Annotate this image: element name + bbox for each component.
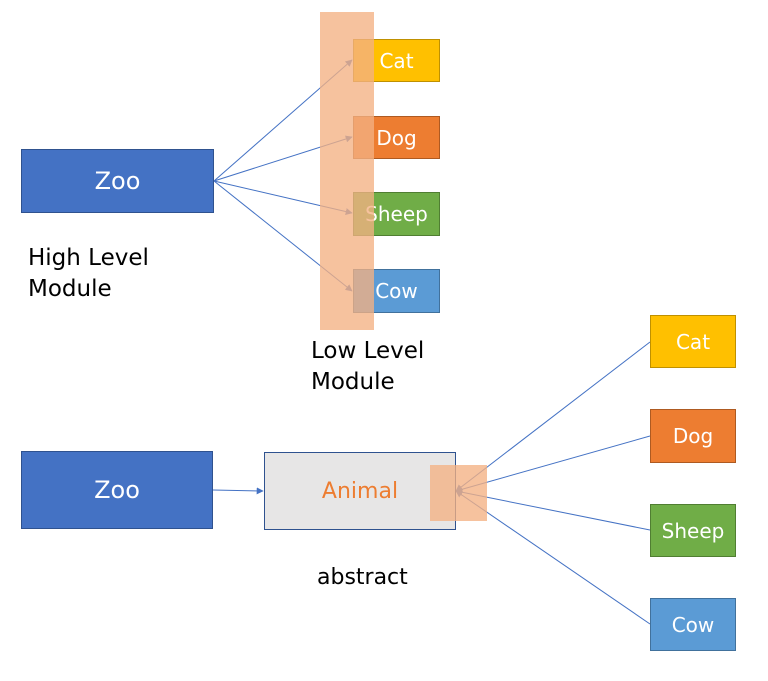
cow-label: Cow — [375, 279, 418, 303]
cat-label: Cat — [675, 329, 711, 354]
cow-box-bottom: Cow — [650, 598, 736, 651]
arrow-dog-to-animal — [455, 435, 651, 493]
zoo-label: Zoo — [94, 167, 141, 195]
low-level-module-label: Low Level Module — [311, 338, 425, 395]
sheep-label: Sheep — [365, 202, 428, 226]
animal-abstract-box: Animal — [264, 452, 456, 530]
zoo-box-top: Zoo — [21, 149, 214, 213]
animal-label: Animal — [321, 478, 399, 504]
dog-label: Dog — [672, 424, 714, 448]
arrow-cat-to-animal — [455, 341, 651, 492]
zoo-label: Zoo — [94, 476, 140, 504]
cat-box-bottom: Cat — [650, 315, 736, 368]
arrow-sheep-to-animal — [455, 488, 651, 531]
arrow-zoo-to-animal — [212, 487, 264, 495]
sheep-box-bottom: Sheep — [650, 504, 736, 557]
dog-label: Dog — [376, 125, 417, 150]
abstraction-highlight — [430, 465, 487, 521]
cow-label: Cow — [671, 612, 715, 637]
dog-box-bottom: Dog — [650, 409, 736, 463]
low-level-highlight — [320, 12, 374, 330]
cat-label: Cat — [379, 48, 414, 73]
abstract-label: abstract — [317, 565, 408, 590]
zoo-box-bottom: Zoo — [21, 451, 213, 529]
sheep-label: Sheep — [661, 518, 725, 543]
high-level-module-label: High Level Module — [28, 245, 149, 302]
arrow-cow-to-animal — [455, 490, 651, 625]
